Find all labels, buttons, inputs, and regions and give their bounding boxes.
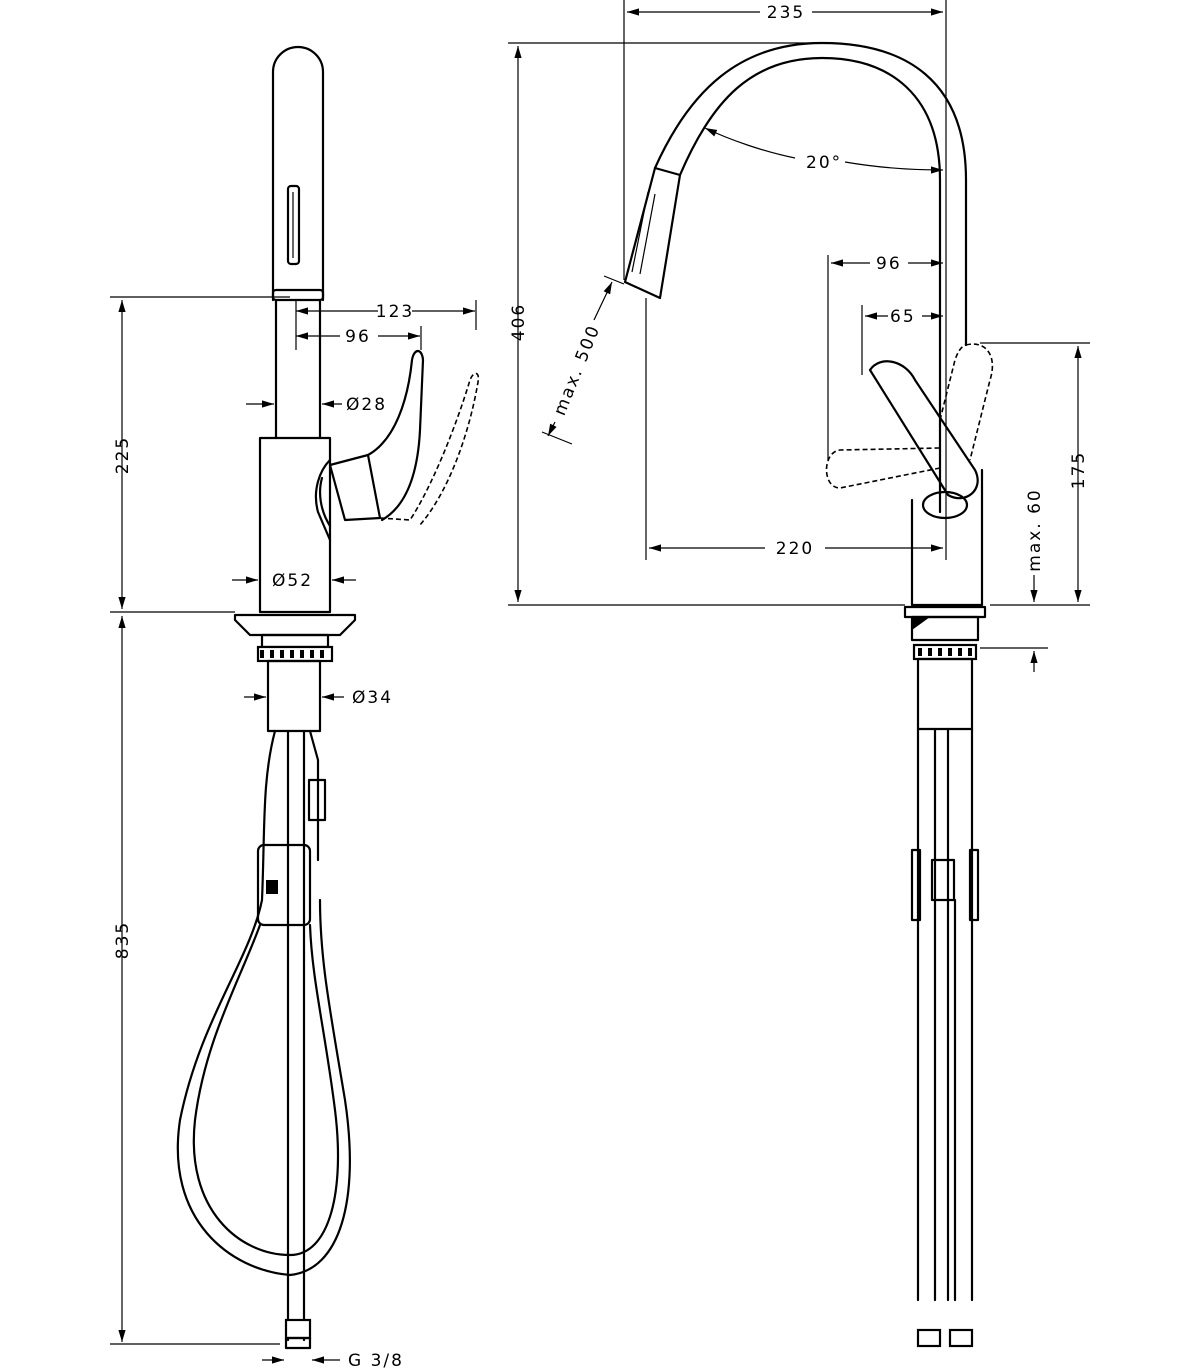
hose-connector [284, 1318, 312, 1340]
hose-weight [256, 843, 312, 927]
hose-connector-right [930, 858, 956, 902]
left-view-dimensions: 225 835 123 96 Ø28 Ø52 Ø34 G 3/8 [110, 296, 477, 1371]
spray-head [623, 166, 682, 300]
lever-handle [366, 349, 425, 522]
base-plate-right [903, 605, 987, 619]
dim-diameter-28: Ø28 [346, 395, 387, 415]
dim-65: 65 [890, 307, 916, 327]
faucet-body-right [910, 438, 984, 607]
right-view-faucet [623, 41, 994, 1348]
spout-inner [678, 56, 942, 442]
dim-235: 235 [767, 3, 805, 23]
left-view-faucet [176, 45, 480, 1350]
dim-max-500: max. 500 [550, 322, 605, 419]
spray-button [286, 184, 301, 266]
lever-base [328, 453, 382, 522]
dim-175: 175 [1069, 451, 1089, 489]
dim-max-60: max. 60 [1025, 488, 1045, 571]
dim-thread: G 3/8 [348, 1351, 404, 1371]
dim-406: 406 [509, 303, 529, 341]
shank-right [916, 657, 974, 731]
dim-225: 225 [113, 436, 133, 474]
dim-diameter-34: Ø34 [352, 688, 393, 708]
shank [266, 659, 322, 733]
dim-123: 123 [376, 302, 414, 322]
dim-angle-20: 20° [806, 153, 842, 173]
dim-96-right: 96 [876, 254, 902, 274]
dim-835: 835 [113, 921, 133, 959]
dim-96-left: 96 [345, 327, 371, 347]
right-view-dimensions: 235 406 20° 96 65 max. 500 220 175 max. … [508, 0, 1090, 672]
dim-220: 220 [776, 539, 814, 559]
dim-diameter-52: Ø52 [272, 571, 313, 591]
spout-outer [653, 41, 968, 347]
lever-handle-right [868, 360, 979, 500]
base-plate [233, 613, 357, 637]
pull-out-spray-head [271, 45, 325, 302]
